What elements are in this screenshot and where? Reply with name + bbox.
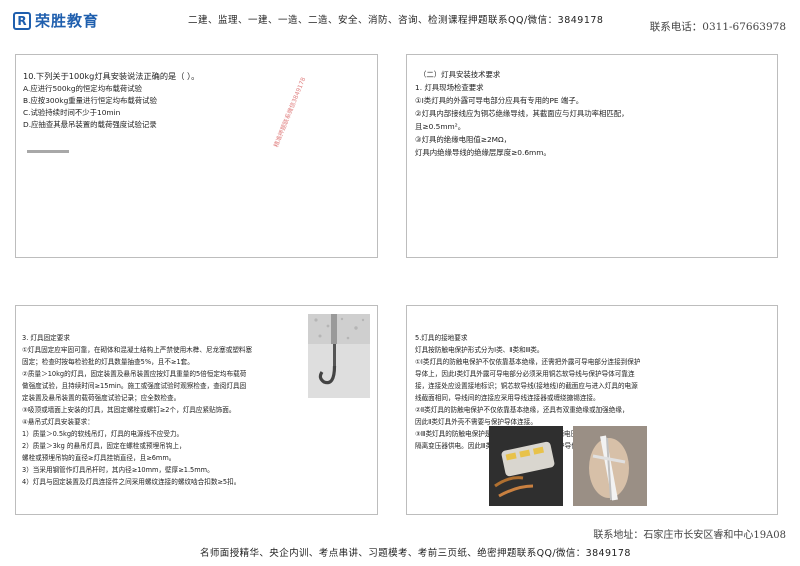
text-line: 1）质量＞0.5kg的软线吊灯，灯具的电源线不应受力。 [22,430,184,438]
header-phone: 联系电话：0311-67663978 [649,21,786,33]
text-line: ①Ⅰ类灯具的外露可导电部分应具有专用的PE 端子。 [415,96,584,105]
text-line: ③灯具的绝缘电阻值≥2MΩ， [415,135,512,144]
wire-connector-icon [489,426,563,506]
text-line: 因此Ⅱ类灯具外壳不需要与保护导体连接。 [415,418,537,426]
option-b: B.应按300kg重量进行恒定均布载荷试验 [23,96,157,105]
brand-logo: R 荣胜教育 [13,10,99,31]
text-line: 4）灯具与固定装置及灯具连接件之间采用螺纹连接的螺纹啮合扣数≥5扣。 [22,478,241,486]
wire-twist-photo [573,426,647,506]
wire-connector-photo [489,426,563,506]
text-line: ②灯具内部接线应为铜芯绝缘导线，其截面应与灯具功率相匹配， [415,109,629,118]
slide-question-10: 10.下列关于100kg灯具安装说法正确的是（ ）。 A.应进行500kg的恒定… [15,54,378,258]
page-footer: 联系地址：石家庄市长安区睿和中心19A08 名师面授精华、央企内训、考点串讲、习… [0,518,800,566]
option-d: D.应抽查其悬吊装置的载荷强度试验记录 [23,120,157,129]
text-line: 线截面相同，导线间的连接应采用导线连接器或缠绕搪锡连接。 [415,394,600,402]
text-line: ③吸顶或墙面上安装的灯具，其固定螺栓或螺钉≥2个，灯具应紧贴饰面。 [22,406,236,414]
logo-icon: R [13,11,31,30]
question-text: 10.下列关于100kg灯具安装说法正确的是（ ）。 [23,71,200,81]
slide-installation-requirements: （二）灯具安装技术要求 1. 灯具现场检查要求 ①Ⅰ类灯具的外露可导电部分应具有… [406,54,778,258]
text-line: 且≥0.5mm²。 [415,122,466,131]
text-line: 导体上，因此Ⅰ类灯具外露可导电部分必须采用铜芯软导线与保护导体可靠连 [415,370,635,378]
watermark-text: 精准押题联系微信3849178 [272,76,308,149]
ceiling-hook-image [308,314,370,398]
text-line: 固定；检查时按每检验批的灯具数量抽查5%，且不≥1套。 [22,358,194,366]
header-banner: 二建、监理、一建、一造、二造、安全、消防、咨询、检测课程押题联系QQ/微信：38… [188,15,604,26]
footer-address: 联系地址：石家庄市长安区睿和中心19A08 [593,530,786,541]
footer-banner: 名师面授精华、央企内训、考点串讲、习题模考、考前三页纸、绝密押题联系QQ/微信：… [200,548,631,559]
text-line: 灯具内绝缘导线的绝缘层厚度≥0.6mm。 [415,148,551,157]
option-c: C.试验持续时间不少于10min [23,108,121,117]
slide-fixing-requirements: 3. 灯具固定要求 ①灯具固定应牢固可靠，在砌体和混凝土结构上严禁使用木榫、尼龙… [15,305,378,515]
text-line: 螺栓或预埋吊钩的直径≥灯具挂销直径，且≥6mm。 [22,454,176,462]
text-line: 做强度试验，且持续时间≥15min。施工或强度试验时观察检查，查阅灯具固 [22,382,247,390]
hook-icon [308,314,370,385]
page-header: R 荣胜教育 二建、监理、一建、一造、二造、安全、消防、咨询、检测课程押题联系Q… [0,0,800,36]
wire-twist-icon [573,426,647,506]
slide-grounding-requirements: 5.灯具的接地要求 灯具按防触电保护形式分为Ⅰ类、Ⅱ类和Ⅲ类。 ①Ⅰ类灯具的防触… [406,305,778,515]
text-line: ①Ⅰ类灯具的防触电保护不仅依靠基本绝缘，还需把外露可导电部分连接到保护 [415,358,641,366]
text-line: 接，连接处应设置接地标识；铜芯软导线(接地线)的截面应与进入灯具的电源 [415,382,638,390]
subsection-heading: 1. 灯具现场检查要求 [415,83,484,92]
text-line: ④悬吊式灯具安装要求： [22,418,94,426]
text-line: 灯具按防触电保护形式分为Ⅰ类、Ⅱ类和Ⅲ类。 [415,346,544,354]
text-line: ②质量＞10kg的灯具，固定装置及悬吊装置应按灯具重量的5倍恒定均布载荷 [22,370,247,378]
text-line: ②Ⅱ类灯具的防触电保护不仅依靠基本绝缘，还具有双重绝缘或加强绝缘， [415,406,629,414]
text-line: ①灯具固定应牢固可靠，在砌体和混凝土结构上严禁使用木榫、尼龙塞或塑料塞 [22,346,253,354]
text-line: 2）质量＞3kg 的悬吊灯具，固定在螺栓或预埋吊钩上， [22,442,186,450]
section-heading: 5.灯具的接地要求 [415,334,468,342]
text-line: 定装置及悬吊装置的载荷强度试验记录；应全数检查。 [22,394,181,402]
option-a: A.应进行500kg的恒定均布载荷试验 [23,84,143,93]
section-heading: （二）灯具安装技术要求 [419,70,501,79]
text-line: 3）当采用钢管作灯具吊杆时，其内径≥10mm，壁厚≥1.5mm。 [22,466,214,474]
logo-text: 荣胜教育 [35,12,100,30]
section-heading: 3. 灯具固定要求 [22,334,70,342]
decorative-bar [27,150,69,153]
